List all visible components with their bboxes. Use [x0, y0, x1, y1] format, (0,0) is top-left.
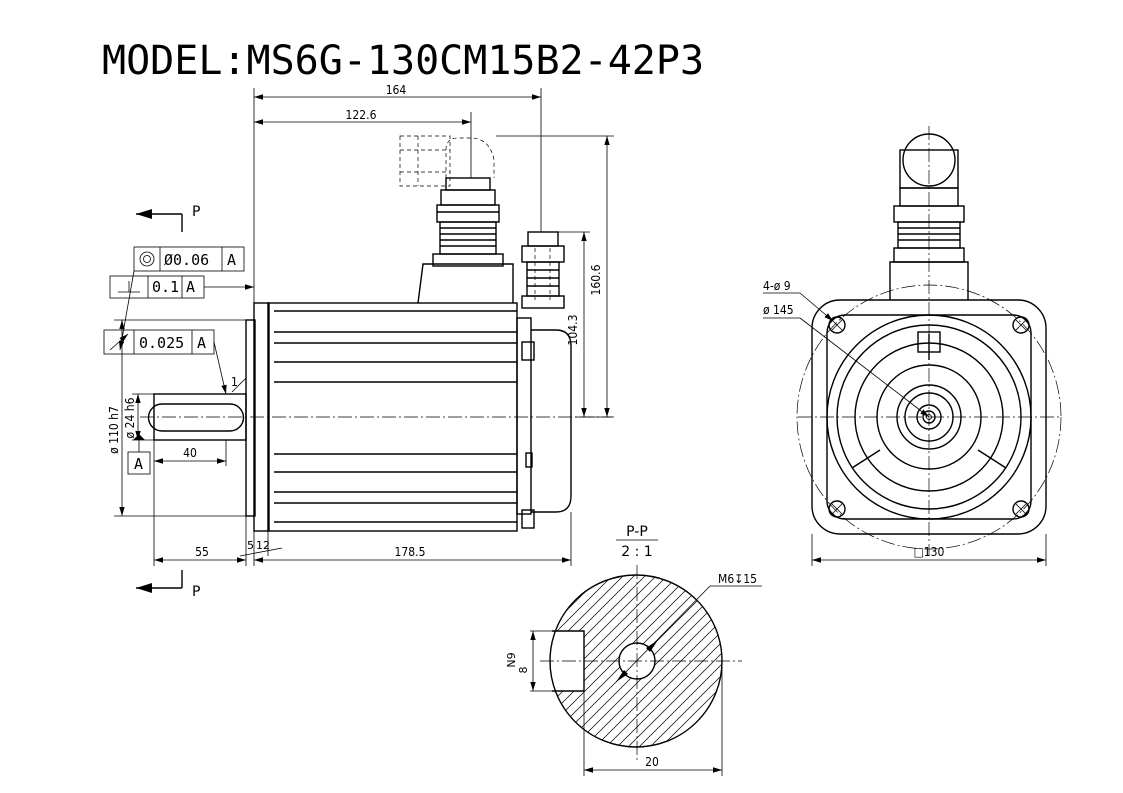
model-title: MODEL:MS6G-130CM15B2-42P3 — [102, 38, 704, 84]
encoder-housing — [531, 329, 572, 513]
hatch-line — [669, 575, 722, 747]
hatch-line — [614, 575, 722, 747]
dim-section-width: 20 — [645, 755, 659, 769]
hatch-line — [680, 575, 722, 747]
section-marks: P P — [136, 204, 200, 600]
dim-flange-square: □130 — [914, 545, 945, 559]
tol-perpendicularity-value: 0.1 — [152, 278, 179, 296]
dim-tapped-hole: M6↧15 — [718, 572, 757, 586]
tol-runout-value: 0.025 — [139, 334, 184, 352]
section-mark-top: P — [192, 204, 200, 220]
dim-overall-length: 164 — [386, 83, 407, 97]
dim-body-length: 178.5 — [395, 545, 426, 559]
section-mark-bottom: P — [192, 584, 200, 600]
section-view: P-P 2 : 1 M6↧15 N9 8 20 — [505, 524, 958, 776]
dim-key-length: 40 — [183, 446, 197, 460]
side-view — [140, 135, 612, 532]
dim-bolt-holes: 4-ø 9 — [763, 279, 791, 293]
section-label: P-P — [626, 524, 648, 540]
hatch-line — [550, 575, 563, 747]
hatch-line — [550, 575, 695, 747]
hatch-line — [550, 575, 629, 747]
tol-perpendicularity-datum: A — [186, 278, 195, 296]
encoder-connector — [521, 231, 565, 309]
hatch-line — [747, 560, 947, 760]
dim-height-axis: 104.3 — [566, 315, 580, 346]
dim-shaft-diameter: ø 24 h6 — [123, 397, 137, 438]
hatch-line — [570, 575, 722, 747]
hatch-line — [550, 575, 552, 747]
bolt-holes — [828, 316, 1030, 518]
hatch-line — [550, 575, 640, 747]
hatch-line — [713, 575, 722, 747]
tol-concentricity-datum: A — [227, 251, 236, 269]
hatch-line — [658, 575, 722, 747]
cooling-fins — [274, 310, 517, 523]
hatch-line — [636, 575, 722, 747]
tolerance-frames: Ø0.06 A 0.1 A 0.025 A A — [103, 246, 254, 475]
dim-connector-offset: 122.6 — [346, 108, 377, 122]
side-dimensions: 164 122.6 160.6 104.3 55 5 12 178.5 40 — [107, 83, 614, 566]
rear-cover — [516, 317, 532, 515]
dim-chamfer: 1 — [231, 375, 238, 389]
hatch-line — [592, 575, 722, 747]
front-view — [796, 126, 1062, 556]
front-connector — [889, 126, 969, 556]
hatch-line — [647, 575, 722, 747]
front-dimensions: 4-ø 9 ø 145 □130 — [763, 279, 1047, 566]
hatch-line — [550, 575, 706, 747]
dim-pilot-diameter: ø 110 h7 — [107, 406, 121, 454]
hatch-line — [725, 560, 925, 760]
datum-label: A — [134, 455, 143, 473]
hatch-line — [550, 575, 651, 747]
hatch-line — [559, 575, 722, 747]
tol-concentricity-value: Ø0.06 — [164, 251, 209, 269]
dim-height-total: 160.6 — [589, 264, 603, 295]
hatch-line — [736, 560, 936, 760]
hatch-line — [758, 560, 958, 760]
power-connector — [399, 135, 514, 304]
hatch-line — [625, 575, 722, 747]
tol-runout-datum: A — [197, 334, 206, 352]
dim-shaft-length: 55 — [195, 545, 209, 559]
dim-key-height: N9 — [505, 652, 518, 667]
dim-flange-2: 12 — [256, 539, 270, 552]
hatch-line — [581, 575, 722, 747]
hatch-line — [702, 575, 722, 747]
hatch-line — [550, 575, 717, 747]
section-scale: 2 : 1 — [621, 544, 652, 560]
dim-key-width: 8 — [517, 667, 530, 674]
dim-flange-1: 5 — [247, 539, 254, 552]
dim-bolt-circle: ø 145 — [763, 303, 794, 317]
